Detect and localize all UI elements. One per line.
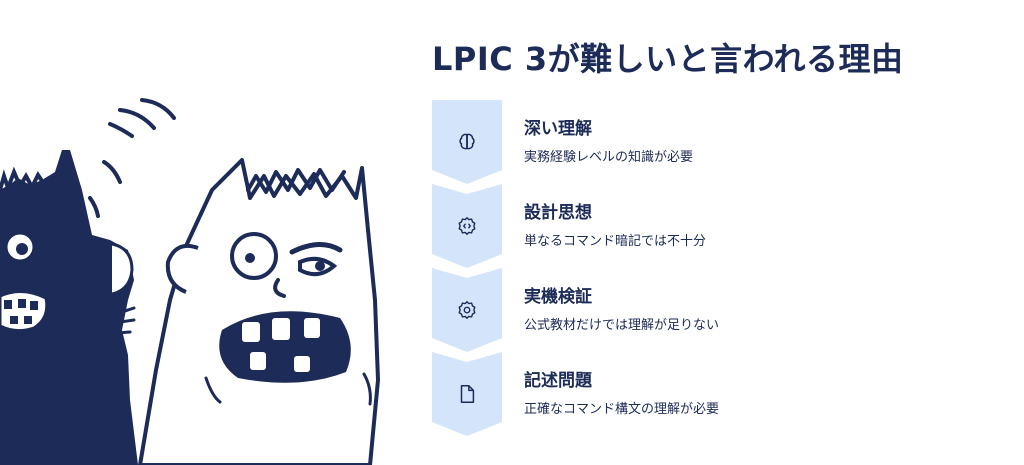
- step-description: 公式教材だけでは理解が足りない: [524, 318, 720, 333]
- chevron-shape: [432, 352, 502, 436]
- step-description: 実務経験レベルの知識が必要: [524, 150, 694, 165]
- step-4: 記述問題 正確なコマンド構文の理解が必要: [432, 352, 992, 436]
- step-3: 実機検証 公式教材だけでは理解が足りない: [432, 268, 992, 352]
- chevron-shape: [432, 184, 502, 268]
- page-title: LPIC 3が難しいと言われる理由: [432, 40, 904, 78]
- step-title: 記述問題: [524, 371, 592, 391]
- document-icon: [460, 385, 475, 403]
- light-character: [138, 158, 380, 465]
- brain-icon: [459, 133, 475, 150]
- step-description: 単なるコマンド暗記では不十分: [524, 234, 707, 249]
- chevron-shape: [432, 268, 502, 352]
- step-title: 深い理解: [524, 119, 592, 139]
- step-description: 正確なコマンド構文の理解が必要: [524, 402, 720, 417]
- step-title: 設計思想: [524, 203, 592, 223]
- stressed-characters-illustration: [0, 98, 380, 465]
- code-gear-icon: [458, 217, 476, 235]
- gear-icon: [458, 301, 476, 319]
- step-1: 深い理解 実務経験レベルの知識が必要: [432, 100, 992, 184]
- dark-character: [0, 150, 138, 465]
- step-title: 実機検証: [524, 287, 592, 307]
- shock-lines: [88, 98, 176, 218]
- reason-steps: 深い理解 実務経験レベルの知識が必要 設計思想 単なるコマンド暗記では不十分 実…: [432, 100, 992, 440]
- step-2: 設計思想 単なるコマンド暗記では不十分: [432, 184, 992, 268]
